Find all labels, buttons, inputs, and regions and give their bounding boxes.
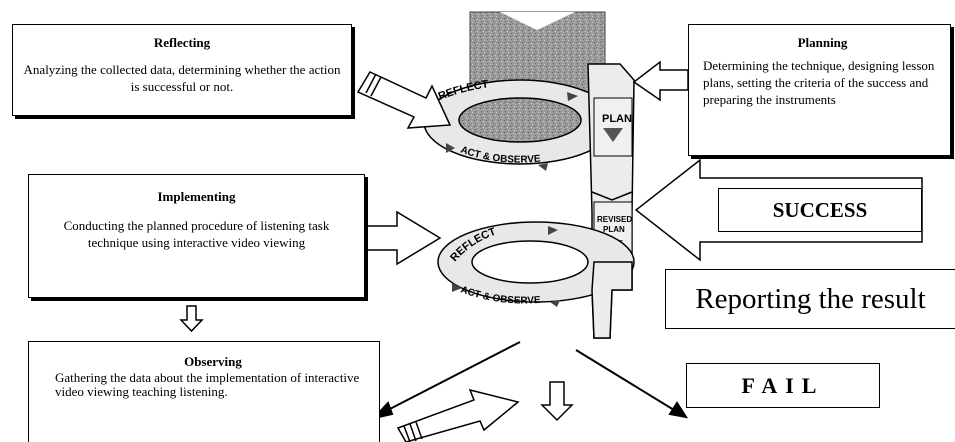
planning-arrow	[632, 60, 689, 102]
planning-box: Planning Determining the technique, desi…	[688, 24, 951, 156]
cycle-triangle-icon	[452, 283, 462, 292]
spine-zigzag	[591, 191, 633, 201]
reflecting-text: Analyzing the collected data, determinin…	[23, 62, 341, 94]
reflecting-title: Reflecting	[153, 35, 211, 50]
reporting-result-box: Reporting the result	[665, 269, 955, 329]
cycle-triangle-icon	[548, 226, 558, 235]
observing-text: Gathering the data about the implementat…	[55, 370, 360, 399]
observing-arrow	[396, 388, 520, 442]
fail-box: FAIL	[686, 363, 880, 408]
observing-box: Observing Gathering the data about the i…	[28, 341, 380, 442]
implementing-text: Conducting the planned procedure of list…	[63, 218, 330, 250]
cycle-triangle-icon	[446, 143, 455, 153]
plan-panel	[593, 97, 633, 157]
implementing-box: Implementing Conducting the planned proc…	[28, 174, 365, 298]
middle-down-arrow	[540, 381, 574, 422]
implementing-down-arrow	[179, 305, 204, 333]
success-label: SUCCESS	[718, 188, 922, 232]
fail-branch-lines	[371, 341, 689, 420]
reflecting-arrow	[356, 71, 452, 129]
planning-title: Planning	[797, 35, 848, 50]
cycle-plan-label: PLAN	[602, 113, 632, 125]
down-triangle-icon	[603, 128, 623, 142]
upper-cycle-ring: REFLECT ACT & OBSERVE	[423, 78, 617, 171]
cycle-triangle-icon	[567, 92, 578, 101]
observing-title: Observing	[184, 354, 242, 369]
textured-top-notch	[500, 12, 575, 30]
cycle-revised-plan-label: PLAN	[603, 225, 625, 234]
cycle-spine-front	[591, 261, 633, 339]
implementing-title: Implementing	[157, 189, 236, 204]
lower-cycle-ring: REFLECT ACT & OBSERVE	[437, 221, 635, 307]
reflecting-box: Reflecting Analyzing the collected data,…	[12, 24, 352, 116]
implementing-arrow	[364, 210, 442, 266]
cycle-triangle-icon	[538, 163, 548, 171]
cycle-revised-label: REVISED	[597, 215, 632, 224]
planning-text: Determining the technique, designing les…	[703, 58, 935, 107]
cycle-triangle-icon	[550, 300, 560, 307]
